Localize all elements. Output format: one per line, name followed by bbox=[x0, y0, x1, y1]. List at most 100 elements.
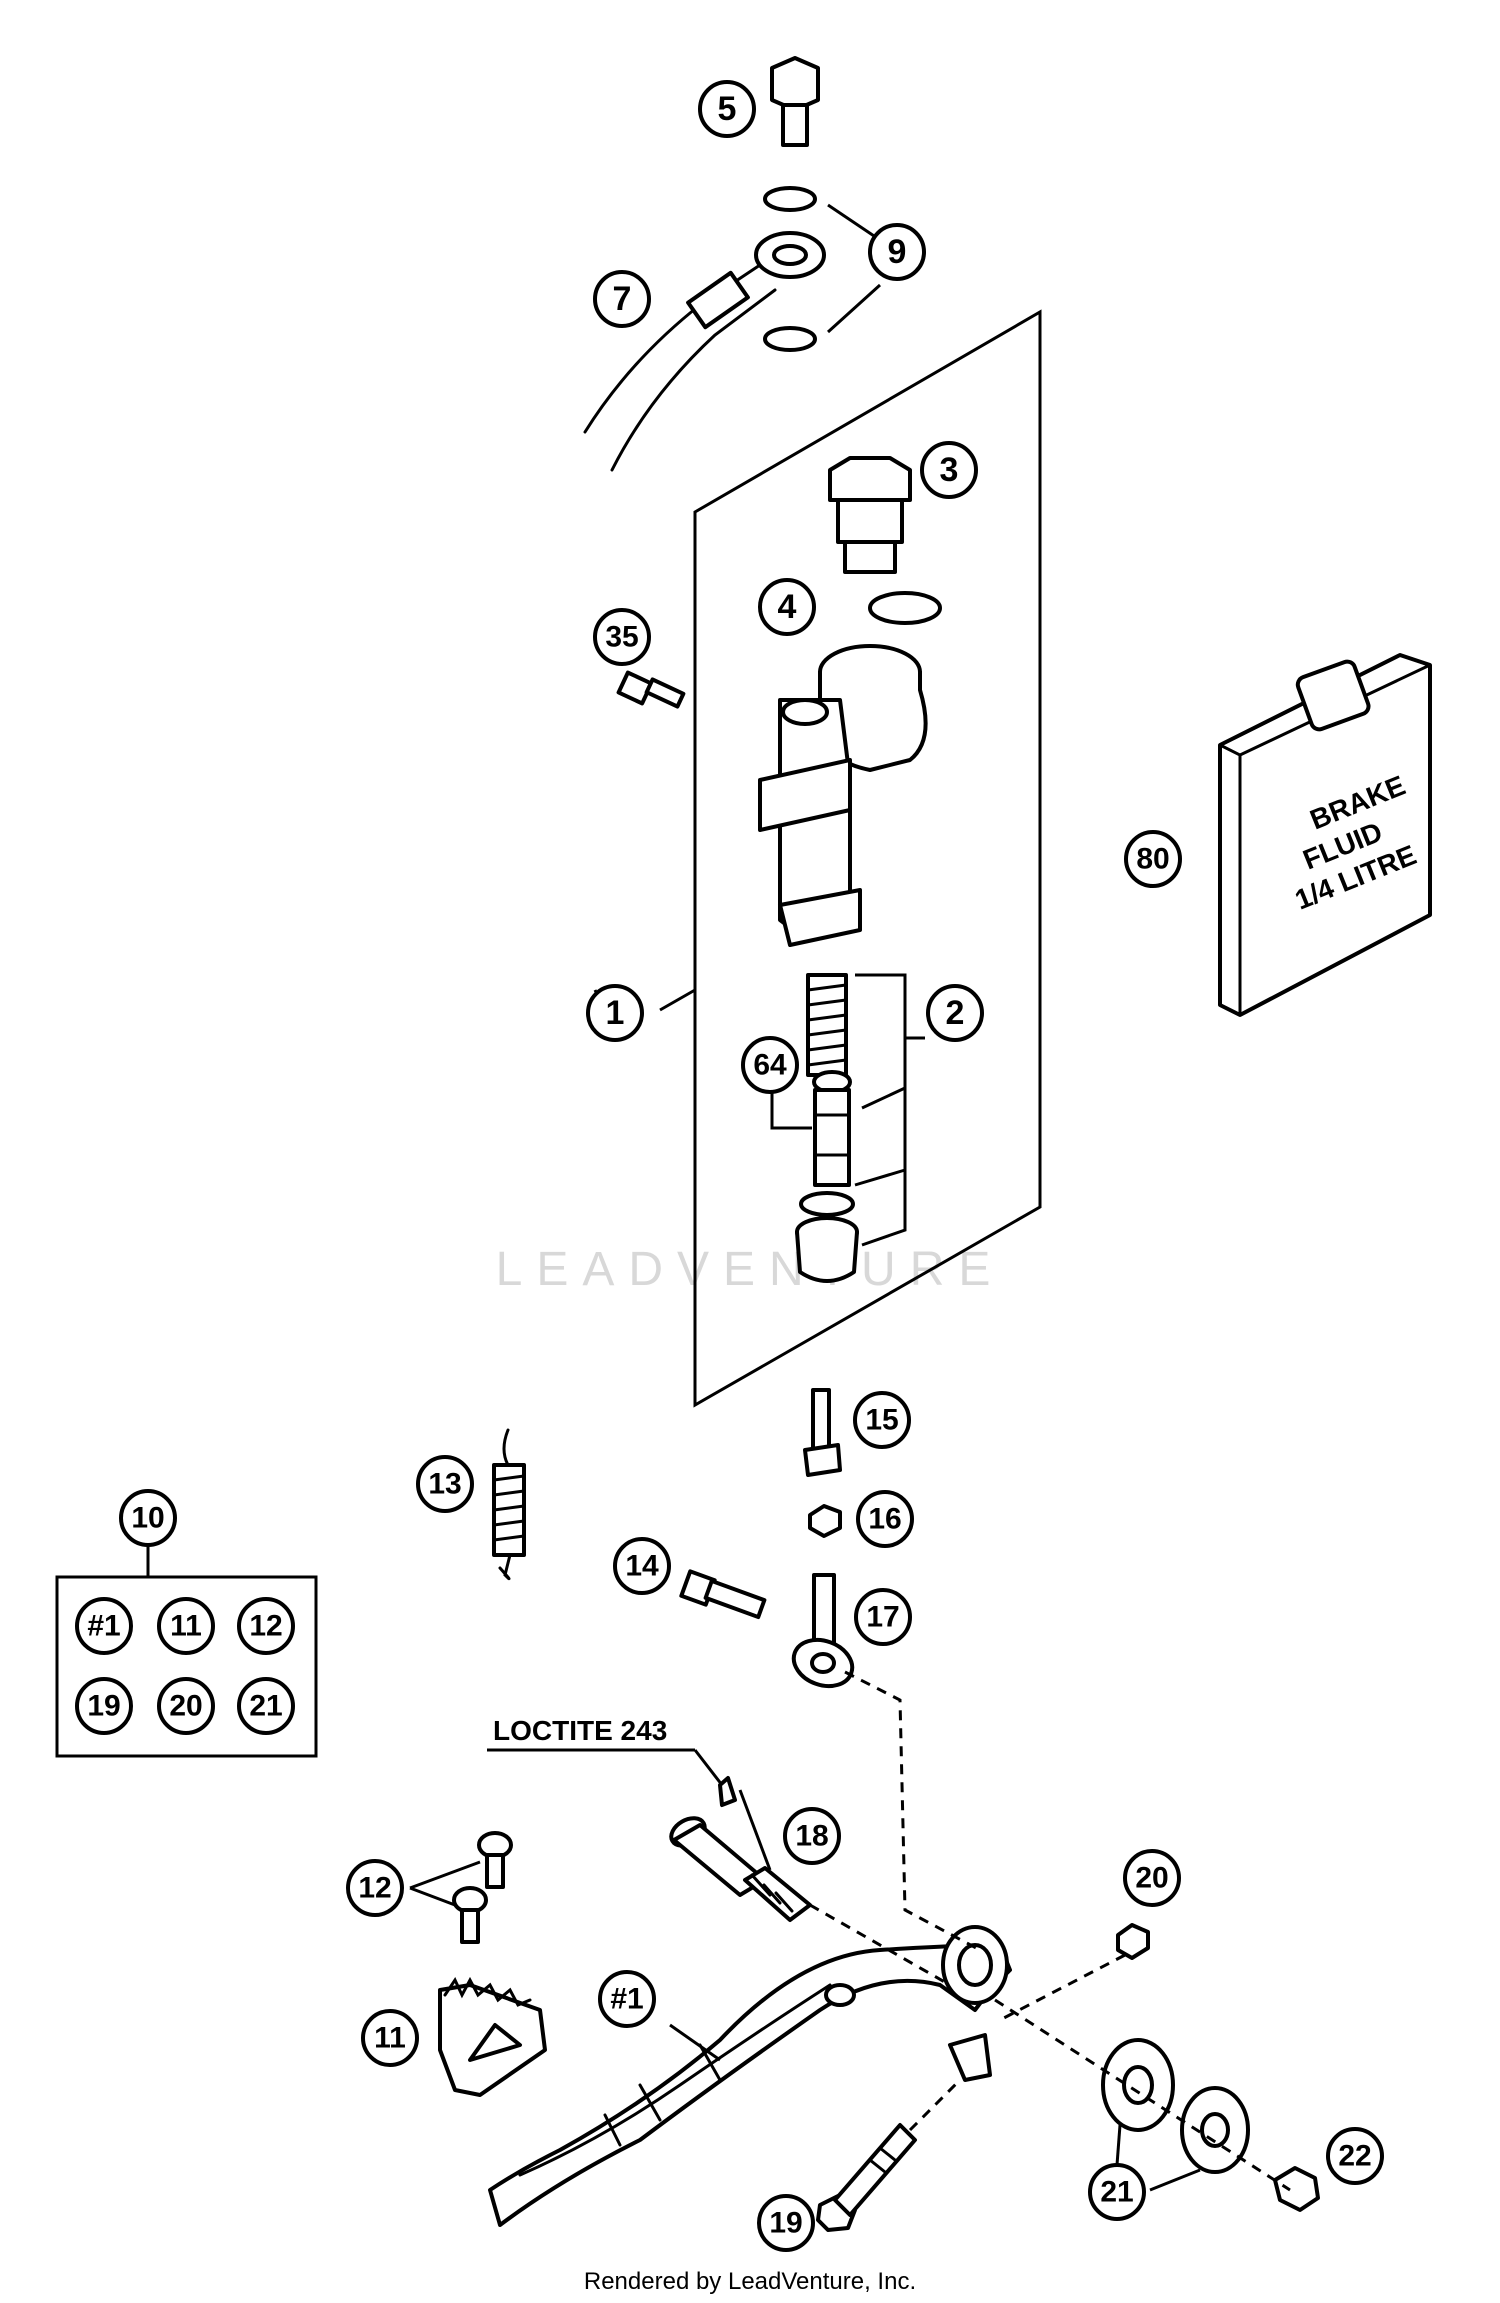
callout-22: 22 bbox=[1326, 2127, 1384, 2185]
svg-text:20: 20 bbox=[1135, 1862, 1168, 1895]
callout-18: 18 bbox=[783, 1807, 841, 1865]
watermark: LEADVENTURE bbox=[496, 1243, 1005, 1296]
fork-rod-part bbox=[791, 1573, 855, 1689]
reservoir-cap-part bbox=[828, 456, 912, 574]
washer-part bbox=[763, 326, 817, 352]
callout-64: 64 bbox=[741, 1036, 799, 1094]
svg-text:21: 21 bbox=[1100, 2176, 1133, 2209]
callout-9: 9 bbox=[868, 223, 926, 281]
callout-20: 20 bbox=[1123, 1849, 1181, 1907]
group-bracket bbox=[855, 973, 907, 1247]
seal-ring-part bbox=[799, 1191, 855, 1217]
svg-text:11: 11 bbox=[170, 1610, 202, 1643]
svg-text:64: 64 bbox=[753, 1049, 787, 1082]
callout-3: 3 bbox=[920, 441, 978, 499]
brake-pedal-part bbox=[488, 1925, 1012, 2227]
svg-text:19: 19 bbox=[769, 2207, 802, 2240]
callout-5: 5 bbox=[698, 80, 756, 138]
kit-item-19: 19 bbox=[75, 1677, 133, 1735]
svg-text:2: 2 bbox=[946, 994, 965, 1032]
svg-text:80: 80 bbox=[1136, 843, 1169, 876]
nut-part bbox=[1116, 1923, 1150, 1960]
svg-text:5: 5 bbox=[718, 90, 737, 128]
piston-part bbox=[812, 1070, 852, 1187]
bolt-part bbox=[679, 1569, 767, 1620]
footrest-plate-part bbox=[438, 1976, 547, 2097]
svg-text:19: 19 bbox=[87, 1690, 120, 1723]
svg-text:18: 18 bbox=[795, 1820, 828, 1853]
assembly-line bbox=[844, 1670, 981, 1952]
assembly-line bbox=[908, 2078, 962, 2132]
callout-21: 21 bbox=[1088, 2163, 1146, 2221]
callout-19: 19 bbox=[757, 2194, 815, 2252]
loctite-label: LOCTITE 243 bbox=[493, 1715, 667, 1746]
callout-14: 14 bbox=[613, 1537, 671, 1595]
svg-text:1: 1 bbox=[606, 994, 625, 1032]
screw-part bbox=[616, 670, 686, 709]
svg-text:7: 7 bbox=[613, 280, 632, 318]
banjo-bolt-part bbox=[770, 56, 820, 147]
callout-pedal: #1 bbox=[598, 1970, 656, 2028]
kit-item-21: 21 bbox=[237, 1677, 295, 1735]
callout-1: 1 bbox=[586, 984, 644, 1042]
assembly-line bbox=[999, 1953, 1126, 2022]
svg-text:16: 16 bbox=[868, 1503, 901, 1536]
assembly-line bbox=[994, 1998, 1291, 2192]
svg-text:35: 35 bbox=[605, 621, 638, 654]
svg-text:13: 13 bbox=[428, 1468, 461, 1501]
svg-text:12: 12 bbox=[358, 1872, 391, 1905]
piston-bracket bbox=[770, 1090, 812, 1130]
boot-part bbox=[795, 1216, 859, 1283]
o-ring-part bbox=[868, 591, 942, 625]
kit-item-20: 20 bbox=[157, 1677, 215, 1735]
bleeder-valve-part bbox=[803, 1388, 842, 1477]
svg-text:14: 14 bbox=[625, 1550, 659, 1583]
svg-text:4: 4 bbox=[778, 588, 797, 626]
nut-part bbox=[1273, 2166, 1320, 2212]
callout-12: 12 bbox=[346, 1859, 404, 1917]
callout-35: 35 bbox=[593, 608, 651, 666]
svg-text:21: 21 bbox=[249, 1690, 282, 1723]
svg-text:3: 3 bbox=[940, 451, 959, 489]
callout-15: 15 bbox=[853, 1391, 911, 1449]
svg-text:11: 11 bbox=[374, 2022, 406, 2055]
nut-part bbox=[808, 1504, 842, 1538]
callout-7: 7 bbox=[593, 270, 651, 328]
callout-16: 16 bbox=[856, 1490, 914, 1548]
svg-text:#1: #1 bbox=[87, 1610, 120, 1643]
drop-icon bbox=[718, 1776, 737, 1807]
callout-2: 2 bbox=[926, 984, 984, 1042]
svg-text:#1: #1 bbox=[610, 1983, 643, 2016]
screw-part bbox=[452, 1831, 513, 1944]
kit-contents-box bbox=[55, 1575, 318, 1758]
callout-4: 4 bbox=[758, 578, 816, 636]
callout-11: 11 bbox=[361, 2009, 419, 2067]
callout-10: 10 bbox=[119, 1489, 177, 1547]
spring-part bbox=[806, 973, 848, 1077]
master-cylinder-body-part bbox=[758, 644, 928, 947]
bolt-part bbox=[816, 2123, 917, 2232]
brake-hose-part bbox=[583, 231, 826, 472]
svg-text:9: 9 bbox=[888, 233, 907, 271]
kit-item-11: 11 bbox=[157, 1597, 215, 1655]
credit-text: Rendered by LeadVenture, Inc. bbox=[583, 2268, 917, 2295]
callout-80: 80 bbox=[1124, 830, 1182, 888]
pivot-bolt-part bbox=[669, 1816, 812, 1922]
brake-fluid-container-part bbox=[1218, 653, 1432, 1017]
svg-text:10: 10 bbox=[131, 1502, 164, 1535]
master-cylinder-panel bbox=[693, 309, 1042, 1408]
washer-part bbox=[763, 186, 817, 212]
callout-13: 13 bbox=[416, 1455, 474, 1513]
svg-text:12: 12 bbox=[249, 1610, 282, 1643]
svg-text:22: 22 bbox=[1338, 2140, 1371, 2173]
kit-item-12: 12 bbox=[237, 1597, 295, 1655]
kit-item-pedal: #1 bbox=[75, 1597, 133, 1655]
bearing-part bbox=[1101, 2038, 1250, 2174]
return-spring-part bbox=[492, 1428, 526, 1581]
svg-text:15: 15 bbox=[865, 1404, 898, 1437]
svg-text:17: 17 bbox=[866, 1601, 899, 1634]
callout-17: 17 bbox=[854, 1588, 912, 1646]
svg-text:20: 20 bbox=[169, 1690, 202, 1723]
assembly-line bbox=[809, 1903, 951, 1987]
